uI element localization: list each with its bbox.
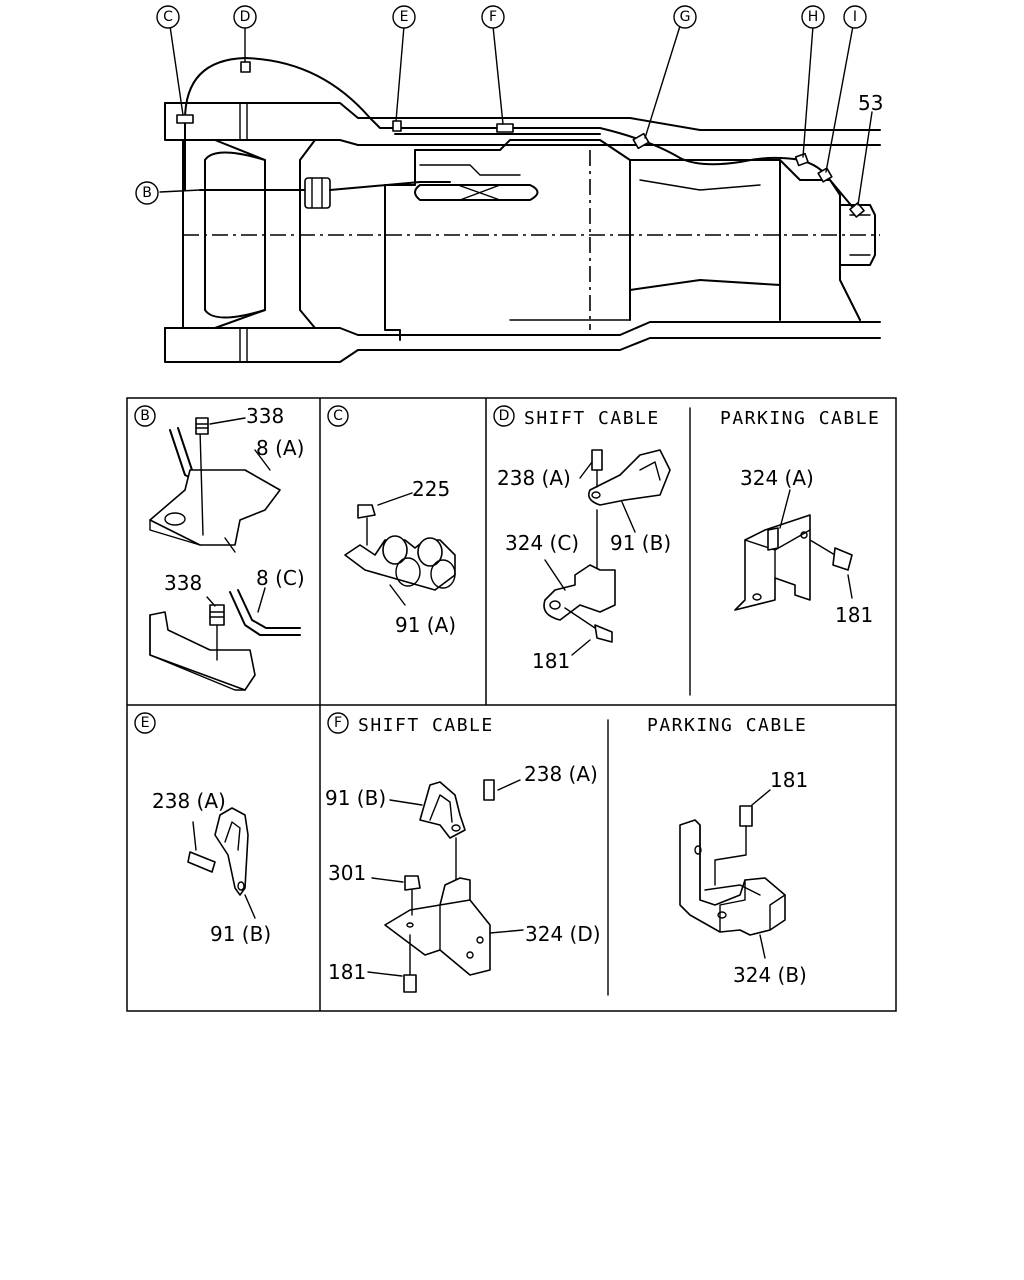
callout-b: B [135,181,159,205]
panel-f-parking: PARKING CABLE 181 324 (B) [647,715,808,987]
svg-text:G: G [680,9,691,25]
callout-c: C [156,5,180,29]
svg-text:PARKING CABLE: PARKING CABLE [647,715,807,736]
panel-d-parking: PARKING CABLE 324 (A) 181 [720,408,880,627]
svg-text:324 (D): 324 (D) [525,922,601,946]
svg-text:301: 301 [328,861,366,885]
svg-text:B: B [142,185,152,201]
callout-d: D [233,5,257,29]
svg-text:H: H [808,9,819,25]
panel-d-shift: D SHIFT CABLE 238 (A) 91 (B) 324 (C) 181 [493,405,671,673]
svg-text:C: C [333,408,343,424]
svg-text:SHIFT CABLE: SHIFT CABLE [358,715,494,736]
panel-c: C 225 91 (A) [327,405,456,637]
svg-text:238 (A): 238 (A) [497,466,571,490]
svg-text:181: 181 [532,649,570,673]
svg-text:E: E [141,715,150,731]
svg-text:324 (B): 324 (B) [733,963,807,987]
callout-g: G [673,5,697,29]
callout-h: H [801,5,825,29]
svg-text:324 (C): 324 (C) [505,531,579,555]
svg-text:F: F [334,715,342,731]
svg-text:324 (A): 324 (A) [740,466,814,490]
callout-e: E [392,5,416,29]
svg-text:91 (B): 91 (B) [210,922,271,946]
svg-text:PARKING CABLE: PARKING CABLE [720,408,880,429]
callout-f: F [481,5,505,29]
svg-text:SHIFT CABLE: SHIFT CABLE [524,408,660,429]
panel-e: E 238 (A) 91 (B) [134,712,271,946]
callout-i: I [843,5,867,29]
svg-text:F: F [489,9,497,25]
chassis-overview [159,25,881,363]
svg-text:D: D [499,408,510,424]
svg-text:C: C [163,9,173,25]
svg-text:8 (C): 8 (C) [256,566,305,590]
svg-text:225: 225 [412,477,450,501]
svg-text:91 (A): 91 (A) [395,613,456,637]
svg-text:D: D [240,9,251,25]
panel-b: B 338 8 (A) 338 8 (C) [134,404,305,691]
svg-text:91 (B): 91 (B) [610,531,671,555]
svg-text:181: 181 [328,960,366,984]
part-53-label: 53 [858,91,883,115]
svg-text:181: 181 [770,768,808,792]
panel-f-shift: F SHIFT CABLE 91 (B) 238 (A) 301 324 (D)… [325,712,601,993]
detail-grid [126,397,897,1012]
svg-text:238 (A): 238 (A) [152,789,226,813]
svg-text:238 (A): 238 (A) [524,762,598,786]
svg-text:8 (A): 8 (A) [256,436,304,460]
svg-text:E: E [400,9,409,25]
svg-text:181: 181 [835,603,873,627]
svg-text:I: I [853,9,857,25]
svg-text:B: B [140,408,150,424]
svg-text:338: 338 [246,404,284,428]
svg-text:338: 338 [164,571,202,595]
svg-text:91 (B): 91 (B) [325,786,386,810]
